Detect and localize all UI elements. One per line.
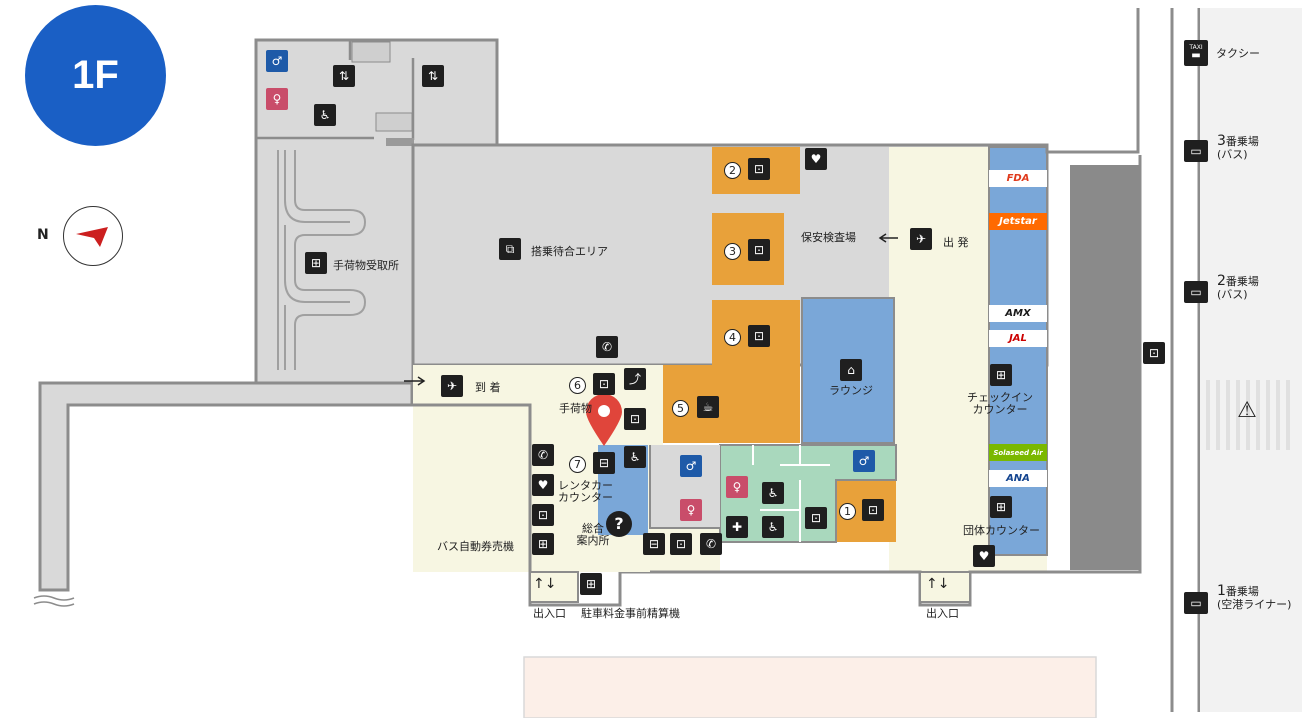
- ostomate-icon: ✚: [726, 516, 748, 538]
- shop-icon: ⊡: [748, 158, 770, 180]
- rental-car-icon: ⊟: [593, 452, 615, 474]
- exit-left-label: 出入口: [533, 607, 566, 620]
- smoking-icon: ⊡: [670, 533, 692, 555]
- departure-label: 出 発: [943, 236, 969, 249]
- taxi-icon: TAXI▬: [1184, 40, 1208, 66]
- ticket-machine-icon: ⊞: [532, 533, 554, 555]
- bus-ticket-label: バス自動券売機: [437, 540, 514, 553]
- information-icon: ?: [606, 511, 632, 537]
- pedestrian-crossing-icon: ⚠: [1237, 398, 1257, 423]
- shop-icon: ⊡: [748, 325, 770, 347]
- bus-stop-3: 3番乗場(バス): [1217, 133, 1259, 161]
- phone-icon: ✆: [532, 444, 554, 466]
- airline-jal: JAL: [989, 330, 1047, 347]
- shop-number-2: 2: [724, 162, 741, 179]
- mens-restroom-icon: ♂: [853, 450, 875, 472]
- womens-restroom-icon: ♀: [680, 499, 702, 521]
- elevator-icon: ⇅: [422, 65, 444, 87]
- checkin-icon: ⊞: [990, 364, 1012, 386]
- group-counter-label: 団体カウンター: [963, 524, 1040, 537]
- wheelchair-icon: ♿: [624, 446, 646, 468]
- womens-restroom-icon: ♀: [266, 88, 288, 110]
- baby-care-icon: ⊡: [805, 507, 827, 529]
- waiting-area-icon: ⧉: [499, 238, 521, 260]
- exit-right-label: 出入口: [926, 607, 959, 620]
- airline-solaseed: Solaseed Air: [989, 444, 1047, 461]
- baggage-short-label: 手荷物: [559, 402, 592, 415]
- bus-icon: ▭: [1184, 592, 1208, 614]
- smoking-area-icon: ⊡: [1143, 342, 1165, 364]
- compass-arrow-icon: [76, 227, 108, 247]
- shop-number-5: 5: [672, 400, 689, 417]
- compass: [63, 206, 123, 266]
- wheelchair-icon: ♿: [762, 516, 784, 538]
- airline-jetstar: Jetstar: [989, 213, 1047, 230]
- lounge-label: ラウンジ: [829, 384, 873, 397]
- aed-icon: ♥: [973, 545, 995, 567]
- airline-fda: FDA: [989, 170, 1047, 187]
- lounge-icon: ⌂: [840, 359, 862, 381]
- checkin-label: チェックイン カウンター: [967, 391, 1033, 416]
- locker-icon: ⊟: [643, 533, 665, 555]
- elevator-icon: ⇅: [333, 65, 355, 87]
- aed-icon: ♥: [805, 148, 827, 170]
- shop-number-7: 7: [569, 456, 586, 473]
- boarding-waiting-label: 搭乗待合エリア: [531, 245, 608, 258]
- airline-ana: ANA: [989, 470, 1047, 487]
- bus-icon: ▭: [1184, 281, 1208, 303]
- shop-icon: ⊡: [748, 239, 770, 261]
- mens-restroom-icon: ♂: [266, 50, 288, 72]
- womens-restroom-icon: ♀: [726, 476, 748, 498]
- baggage-claim-icon: ⊞: [305, 252, 327, 274]
- exit-arrows-icon: ↑↓: [926, 576, 950, 592]
- exit-arrows-icon: ↑↓: [533, 576, 557, 592]
- shop-number-4: 4: [724, 329, 741, 346]
- bus-stop-2: 2番乗場(バス): [1217, 273, 1259, 301]
- bus-stop-1: 1番乗場(空港ライナー): [1217, 583, 1292, 611]
- parking-payment-label: 駐車料金事前精算機: [581, 607, 680, 620]
- aed-icon: ♥: [532, 474, 554, 496]
- mens-restroom-icon: ♂: [680, 455, 702, 477]
- phone-icon: ✆: [596, 336, 618, 358]
- phone-icon: ✆: [700, 533, 722, 555]
- compass-label: N: [37, 227, 49, 243]
- arrival-icon: ✈: [441, 375, 463, 397]
- airline-amx: AMX: [989, 305, 1047, 322]
- info-label: 総合 案内所: [576, 522, 610, 547]
- security-label: 保安検査場: [801, 231, 856, 244]
- cafe-icon: ☕: [697, 396, 719, 418]
- departure-icon: ✈: [910, 228, 932, 250]
- group-counter-icon: ⊞: [990, 496, 1012, 518]
- escalator-icon: ⤴: [624, 368, 646, 390]
- shop-number-3: 3: [724, 243, 741, 260]
- rental-car-label: レンタカー カウンター: [558, 479, 613, 504]
- baggage-claim-label: 手荷物受取所: [333, 259, 399, 272]
- arrival-label: 到 着: [475, 381, 501, 394]
- shop-number-1: 1: [839, 503, 856, 520]
- wheelchair-icon: ♿: [762, 482, 784, 504]
- floor-badge: 1F: [25, 5, 166, 146]
- shop-number-6: 6: [569, 377, 586, 394]
- bus-icon: ▭: [1184, 140, 1208, 162]
- parking-payment-icon: ⊞: [580, 573, 602, 595]
- nursing-room-icon: ⊡: [624, 408, 646, 430]
- taxi-label: タクシー: [1216, 47, 1260, 60]
- smoking-icon: ⊡: [532, 504, 554, 526]
- baggage-icon: ⊡: [593, 373, 615, 395]
- wheelchair-icon: ♿: [314, 104, 336, 126]
- shop-icon: ⊡: [862, 499, 884, 521]
